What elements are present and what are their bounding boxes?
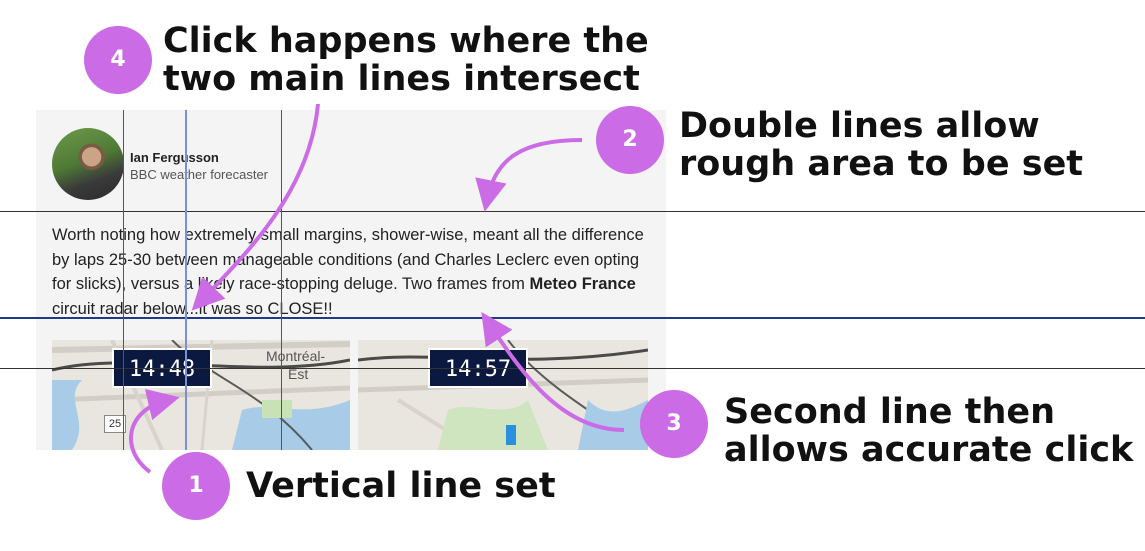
radar-map-2: 14:57 — [358, 340, 648, 450]
post-text: Worth noting how extremely small margins… — [52, 223, 652, 321]
caption-2: Double lines allow rough area to be set — [679, 107, 1083, 183]
avatar — [52, 128, 124, 200]
vertical-guide-line-left — [123, 110, 124, 450]
post-text-bold: Meteo France — [529, 275, 636, 293]
caption-4: Click happens where the two main lines i… — [163, 22, 649, 98]
vertical-main-line — [185, 110, 187, 450]
arrow-4 — [191, 103, 320, 311]
badge-4: 4 — [84, 26, 152, 94]
horizontal-guide-line-bottom — [0, 368, 1145, 369]
vertical-guide-line-right — [281, 110, 282, 450]
badge-2: 2 — [596, 106, 664, 174]
arrow-3 — [481, 312, 625, 432]
caption-3-line2: allows accurate click — [724, 430, 1134, 470]
badge-3: 3 — [640, 390, 708, 458]
caption-4-line2: two main lines intersect — [163, 59, 640, 99]
arrow-2 — [475, 138, 583, 212]
author-role: BBC weather forecaster — [130, 167, 269, 182]
badge-1: 1 — [162, 452, 230, 520]
tweet-card: Ian Fergusson BBC weather forecaster Wor… — [36, 110, 666, 450]
post-text-part1: Worth noting how extremely small margins… — [52, 226, 644, 293]
horizontal-guide-line-top — [0, 211, 1145, 212]
caption-2-line1: Double lines allow — [679, 106, 1040, 146]
caption-1: Vertical line set — [246, 466, 556, 506]
horizontal-main-line — [0, 317, 1145, 319]
road-number-badge: 25 — [104, 415, 126, 433]
caption-3: Second line then allows accurate click — [724, 393, 1133, 469]
arrow-1 — [128, 388, 180, 474]
map-label-est: Est — [288, 366, 309, 382]
caption-3-line1: Second line then — [724, 392, 1056, 432]
author-name: Ian Fergusson — [130, 150, 219, 165]
caption-2-line2: rough area to be set — [679, 144, 1084, 184]
radar-map-1: 14:48 Montréal- Est 25 — [52, 340, 350, 450]
map-label-montreal: Montréal- — [266, 348, 326, 364]
caption-4-line1: Click happens where the — [163, 21, 649, 61]
